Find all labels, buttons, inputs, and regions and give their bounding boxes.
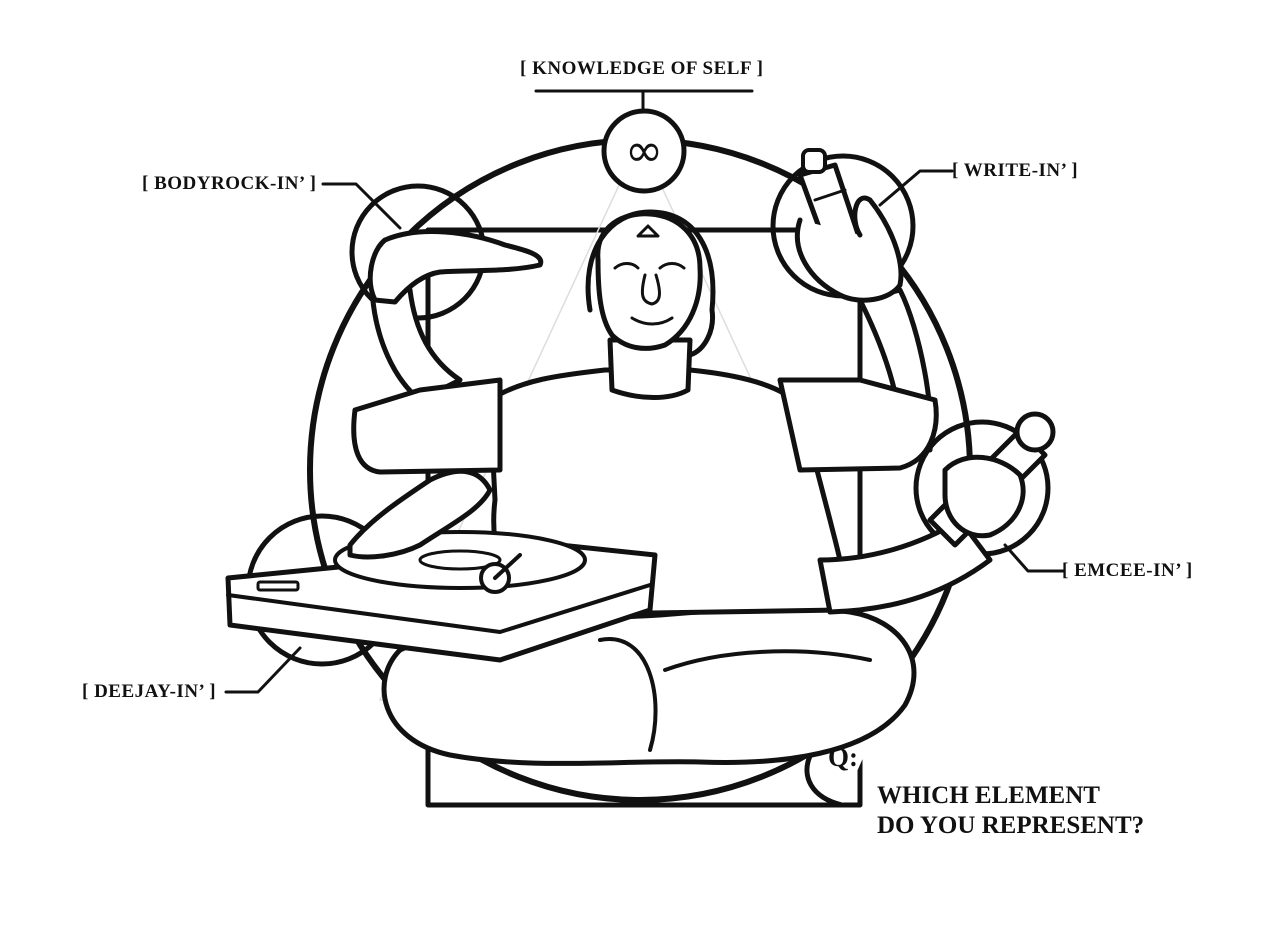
figure-sleeve-left — [351, 377, 503, 475]
label-emcee-in: [ EMCEE-IN’ ] — [1062, 560, 1193, 581]
label-deejay-in: [ DEEJAY-IN’ ] — [82, 681, 217, 702]
deejay-connector — [224, 646, 302, 694]
third-eye-icon — [636, 224, 660, 238]
emcee-connector — [1003, 543, 1066, 573]
infinity-icon: ∞ — [624, 123, 664, 177]
headphones-icon — [585, 209, 716, 358]
figure-mouth — [630, 316, 674, 326]
figure-eyes — [613, 262, 686, 270]
figure-hand-write — [794, 195, 904, 303]
figure-hand-deejay — [347, 468, 493, 560]
bodyrock-connector — [321, 182, 402, 230]
figure-nose — [640, 273, 661, 306]
figure-knee — [663, 649, 872, 672]
figure-sleeve-right — [777, 377, 939, 473]
figure-head — [595, 211, 703, 351]
figure-arm-emcee — [817, 517, 993, 615]
q-label: Q: — [828, 742, 858, 772]
label-bodyrock-in: [ BODYROCK-IN’ ] — [142, 173, 317, 194]
question-line-2: DO YOU REPRESENT? — [877, 812, 1145, 839]
figure-hand-emcee — [942, 454, 1026, 539]
figure-arm-upper-left — [369, 287, 463, 403]
figure-hand-bodyrock — [367, 229, 544, 305]
figure-neck — [607, 337, 693, 400]
figure-leg-fold — [598, 637, 658, 752]
label-knowledge-of-self: [ KNOWLEDGE OF SELF ] — [520, 58, 764, 79]
question-line-1: WHICH ELEMENT — [877, 782, 1100, 809]
write-connector — [878, 169, 954, 207]
knowledge-circle — [601, 108, 687, 194]
label-write-in: [ WRITE-IN’ ] — [952, 160, 1079, 181]
